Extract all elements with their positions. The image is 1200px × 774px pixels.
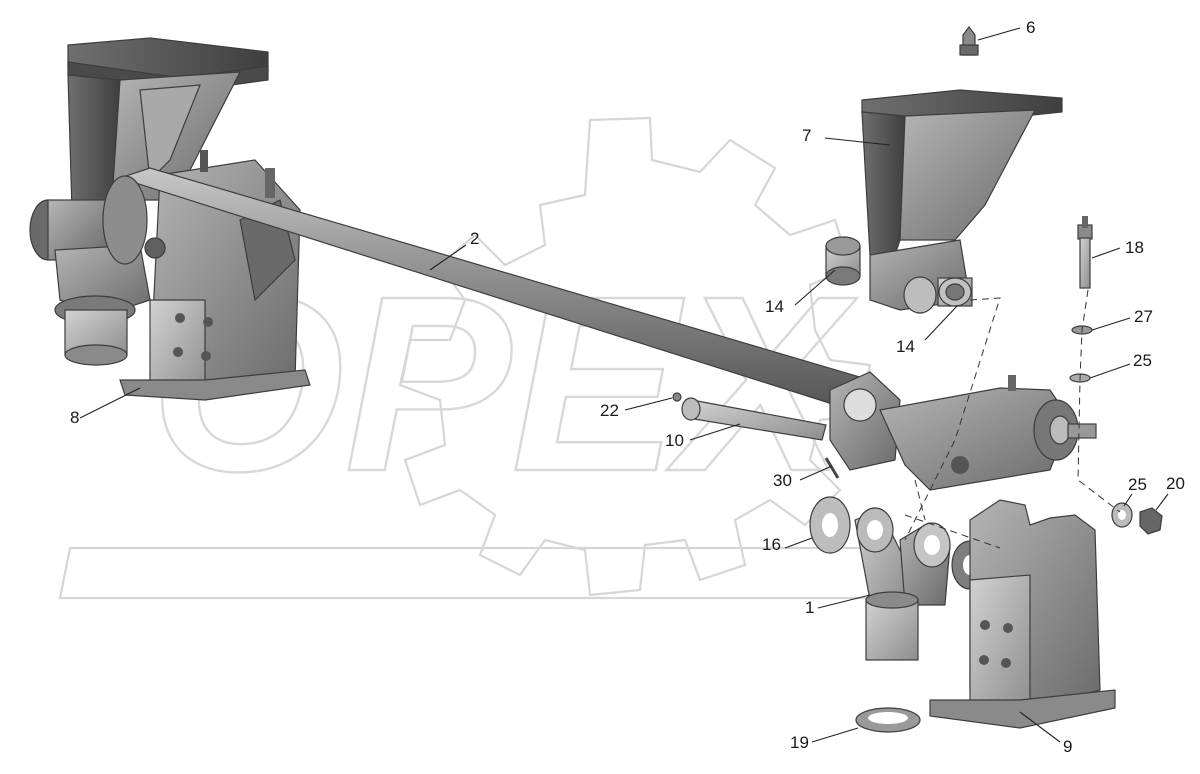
part-30-pin: [824, 457, 840, 479]
callout-22: 22: [600, 401, 619, 420]
part-1-fork: [854, 507, 951, 661]
part-9-right-support: [929, 499, 1116, 729]
callout-25-lower: 25: [1128, 475, 1147, 494]
callout-30: 30: [773, 471, 792, 490]
bushing-14-lower: [937, 277, 973, 307]
callout-14-upper: 14: [765, 297, 784, 316]
callout-19: 19: [790, 733, 809, 752]
main-tube: [102, 167, 872, 409]
callout-9: 9: [1063, 737, 1072, 756]
part-18-bolt: [1077, 216, 1093, 289]
callout-25-upper: 25: [1133, 351, 1152, 370]
right-upper-bracket: [861, 89, 1063, 314]
part-6-fitting: [959, 26, 979, 56]
right-lever-arm: [829, 371, 1097, 491]
callout-labels: 6 7 2 14 14 18 27 25 8 22 10 30 25 20 16…: [70, 18, 1185, 756]
callout-2: 2: [470, 229, 479, 248]
callout-10: 10: [665, 431, 684, 450]
leader-lines: [79, 27, 1169, 743]
callout-7: 7: [802, 126, 811, 145]
callout-27: 27: [1134, 307, 1153, 326]
callout-1: 1: [805, 598, 814, 617]
callout-18: 18: [1125, 238, 1144, 257]
bushing-14-upper: [825, 236, 861, 286]
callout-20: 20: [1166, 474, 1185, 493]
left-hub: [29, 199, 151, 366]
part-22-fitting: [672, 392, 682, 402]
part-10-pin: [681, 397, 827, 441]
nut-20: [1139, 507, 1163, 535]
assembly-lines: [904, 289, 1121, 549]
callout-8: 8: [70, 408, 79, 427]
callout-6: 6: [1026, 18, 1035, 37]
callout-14-lower: 14: [896, 337, 915, 356]
callout-16: 16: [762, 535, 781, 554]
